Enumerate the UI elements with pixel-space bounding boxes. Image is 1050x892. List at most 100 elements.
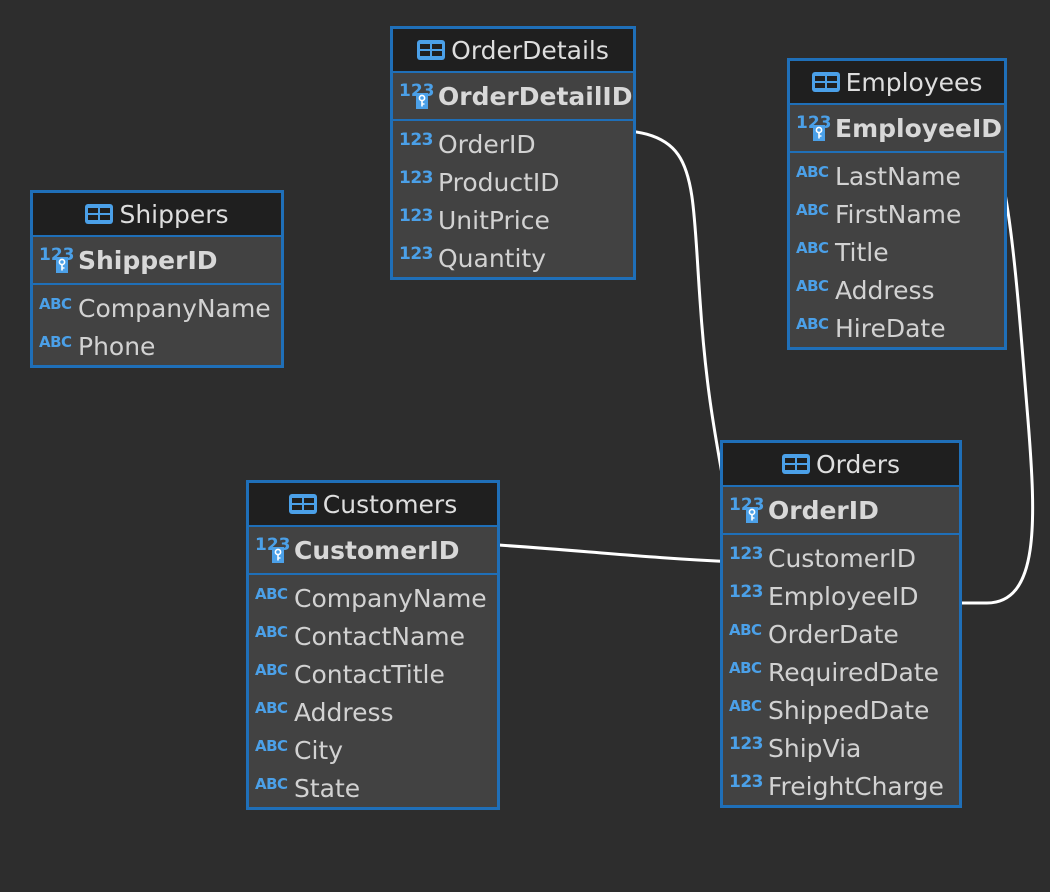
table-header[interactable]: Shippers xyxy=(33,193,281,237)
column-name: FirstName xyxy=(835,199,962,229)
column-name: OrderDate xyxy=(768,619,899,649)
column-name: EmployeeID xyxy=(768,581,919,611)
numeric-type-icon: 123 xyxy=(729,544,764,564)
primary-key-name: EmployeeID xyxy=(835,113,1003,143)
column-name: ShipVia xyxy=(768,733,862,763)
relationship-customers-orders[interactable] xyxy=(464,541,739,564)
text-type-icon: ABC xyxy=(255,699,288,717)
column-row[interactable]: ABC CompanyName xyxy=(33,289,281,327)
table-employees[interactable]: Employees 123 EmployeeID ABC LastName ABC… xyxy=(787,58,1007,350)
primary-key-row[interactable]: 123 ShipperID xyxy=(33,237,281,285)
text-type-icon: ABC xyxy=(255,737,288,755)
table-icon xyxy=(811,72,840,92)
column-row[interactable]: ABC RequiredDate xyxy=(723,653,959,691)
table-header[interactable]: Customers xyxy=(249,483,497,527)
column-row[interactable]: ABC FirstName xyxy=(790,195,1004,233)
key-icon: 123 xyxy=(729,495,765,525)
text-type-icon: ABC xyxy=(796,163,829,181)
column-name: Address xyxy=(835,275,935,305)
text-type-icon: ABC xyxy=(255,623,288,641)
table-header[interactable]: Orders xyxy=(723,443,959,487)
primary-key-name: OrderID xyxy=(768,495,879,525)
column-row[interactable]: ABC CompanyName xyxy=(249,579,497,617)
table-icon xyxy=(781,454,810,474)
text-type-icon: ABC xyxy=(39,333,72,351)
text-type-icon: ABC xyxy=(39,295,72,313)
table-name: Shippers xyxy=(119,199,229,229)
column-row[interactable]: ABC Title xyxy=(790,233,1004,271)
column-name: CompanyName xyxy=(294,583,487,613)
column-row[interactable]: ABC HireDate xyxy=(790,309,1004,347)
column-name: CustomerID xyxy=(768,543,917,573)
numeric-type-icon: 123 xyxy=(399,168,434,188)
primary-key-name: OrderDetailID xyxy=(438,81,633,111)
text-type-icon: ABC xyxy=(729,659,762,677)
primary-key-row[interactable]: 123 CustomerID xyxy=(249,527,497,575)
primary-key-name: ShipperID xyxy=(78,245,218,275)
numeric-type-icon: 123 xyxy=(399,206,434,226)
table-name: OrderDetails xyxy=(451,35,609,65)
column-name: Address xyxy=(294,697,394,727)
column-name: OrderID xyxy=(438,129,536,159)
text-type-icon: ABC xyxy=(255,585,288,603)
column-row[interactable]: ABC LastName xyxy=(790,157,1004,195)
table-name: Customers xyxy=(322,489,458,519)
table-header[interactable]: Employees xyxy=(790,61,1004,105)
column-name: LastName xyxy=(835,161,961,191)
primary-key-row[interactable]: 123 OrderID xyxy=(723,487,959,535)
numeric-type-icon: 123 xyxy=(729,772,764,792)
column-name: CompanyName xyxy=(78,293,271,323)
numeric-type-icon: 123 xyxy=(399,244,434,264)
text-type-icon: ABC xyxy=(729,697,762,715)
numeric-type-icon: 123 xyxy=(729,582,764,602)
column-name: State xyxy=(294,773,361,803)
table-shippers[interactable]: Shippers 123 ShipperID ABC CompanyName AB… xyxy=(30,190,284,368)
primary-key-name: CustomerID xyxy=(294,535,460,565)
text-type-icon: ABC xyxy=(729,621,762,639)
key-icon: 123 xyxy=(255,535,291,565)
table-header[interactable]: OrderDetails xyxy=(393,29,633,73)
column-name: Quantity xyxy=(438,243,547,273)
table-icon xyxy=(288,494,317,514)
key-icon: 123 xyxy=(796,113,832,143)
table-name: Orders xyxy=(815,449,901,479)
text-type-icon: ABC xyxy=(796,239,829,257)
column-name: FreightCharge xyxy=(768,771,944,801)
column-name: HireDate xyxy=(835,313,946,343)
key-icon: 123 xyxy=(399,81,435,111)
column-name: Title xyxy=(835,237,889,267)
column-row[interactable]: ABC Address xyxy=(249,693,497,731)
column-row[interactable]: ABC OrderDate xyxy=(723,615,959,653)
column-name: City xyxy=(294,735,343,765)
numeric-type-icon: 123 xyxy=(399,130,434,150)
primary-key-row[interactable]: 123 EmployeeID xyxy=(790,105,1004,153)
numeric-type-icon: 123 xyxy=(729,734,764,754)
primary-key-row[interactable]: 123 OrderDetailID xyxy=(393,73,633,121)
column-name: RequiredDate xyxy=(768,657,940,687)
column-row[interactable]: ABC ShippedDate xyxy=(723,691,959,729)
table-icon xyxy=(85,204,114,224)
column-row[interactable]: ABC City xyxy=(249,731,497,769)
column-name: ShippedDate xyxy=(768,695,930,725)
table-name: Employees xyxy=(845,67,983,97)
text-type-icon: ABC xyxy=(796,201,829,219)
text-type-icon: ABC xyxy=(796,315,829,333)
text-type-icon: ABC xyxy=(255,661,288,679)
